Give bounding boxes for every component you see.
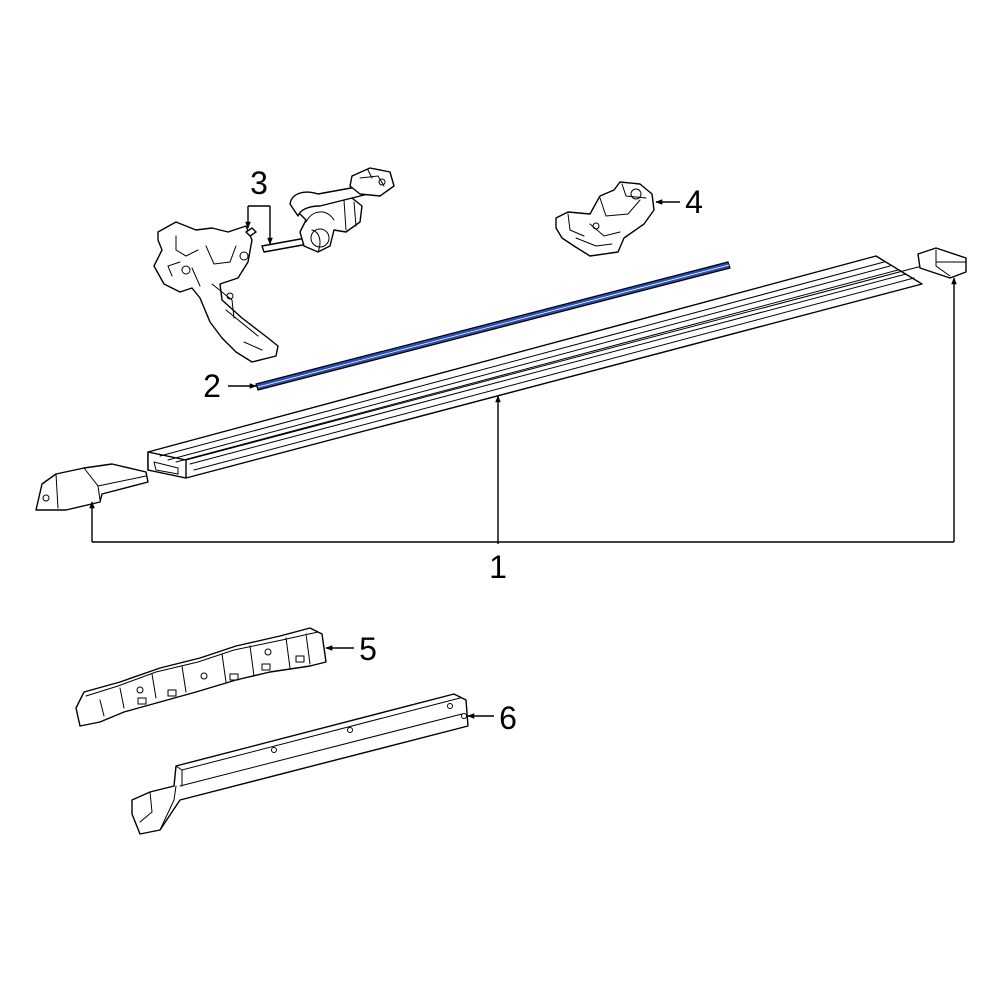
part-1-running-board[interactable] [35,247,967,511]
callout-3: 3 [250,165,268,201]
callout-1: 1 [489,549,507,585]
callout-4: 4 [685,184,703,220]
callout-labels: 1 2 3 4 5 6 [203,165,703,736]
part-2-shaft[interactable] [255,261,731,391]
part-6-rocker-panel[interactable] [131,693,469,835]
callout-5: 5 [359,631,377,667]
callout-6: 6 [499,700,517,736]
part-3-motor-bracket[interactable] [153,167,395,363]
callout-2: 2 [203,368,221,404]
part-4-rear-bracket[interactable] [555,181,655,257]
part-5-reinforcement[interactable] [75,627,327,727]
leader-lines [89,199,957,719]
